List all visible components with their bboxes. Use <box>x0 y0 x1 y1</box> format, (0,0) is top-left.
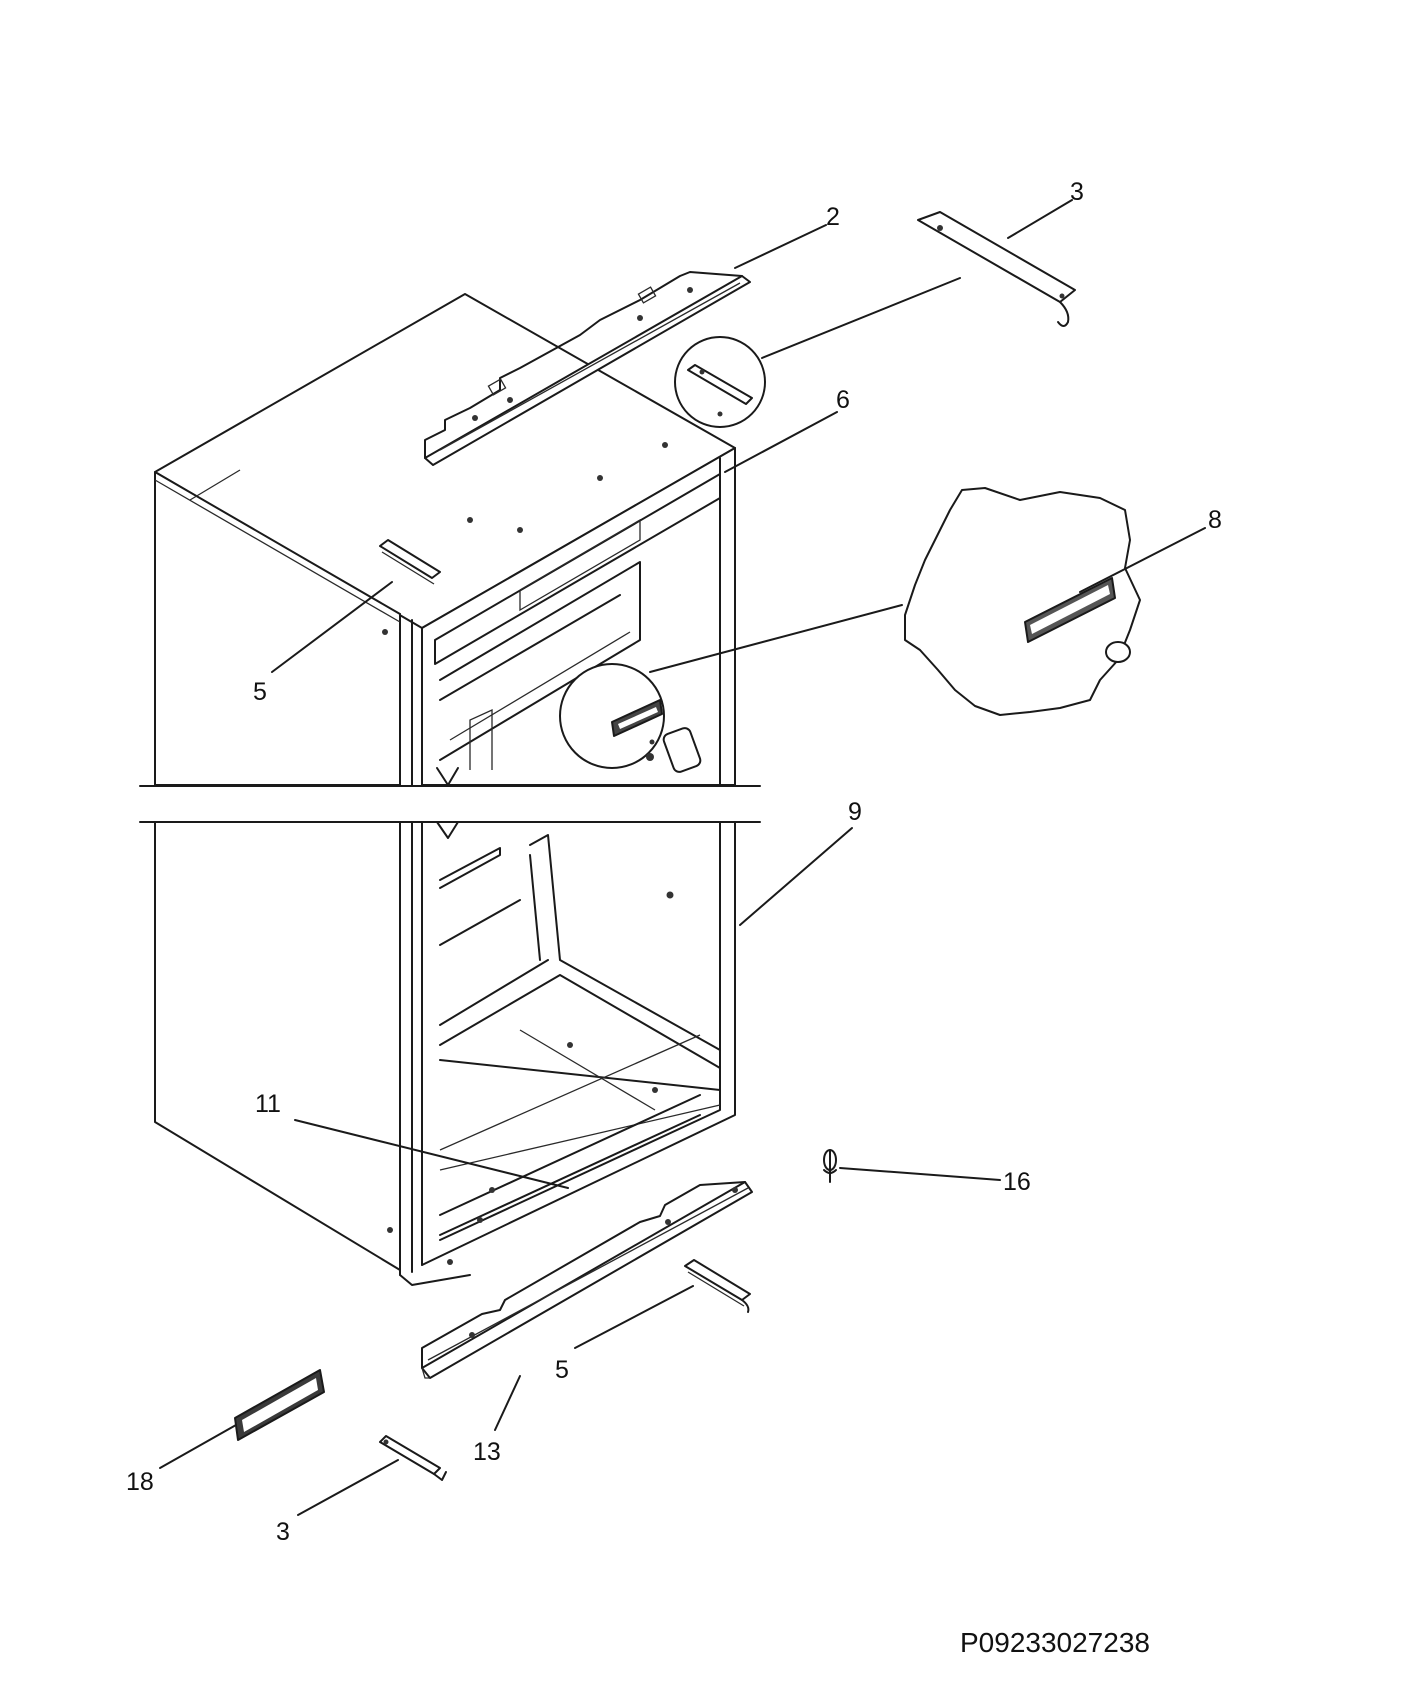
part-18-plate <box>234 1369 325 1441</box>
part-5-bracket-lower <box>684 1259 751 1313</box>
part-code: P09233027238 <box>960 1627 1150 1658</box>
part-13-bottom-rail <box>421 1181 753 1379</box>
callout-3-upper: 3 <box>1070 178 1084 206</box>
leader-lines <box>159 199 1206 1516</box>
callout-5-lower: 5 <box>555 1356 569 1384</box>
callout-11: 11 <box>255 1090 281 1118</box>
callout-8: 8 <box>1208 506 1222 534</box>
detail-circle-middle <box>559 663 665 769</box>
callout-5-upper: 5 <box>253 678 267 706</box>
callout-16: 16 <box>1003 1168 1031 1196</box>
part-16-clip <box>823 1149 837 1183</box>
part-2-top-rail <box>424 271 751 466</box>
cabinet-lower <box>154 821 736 1286</box>
callout-2: 2 <box>826 203 840 231</box>
callout-labels: 2 3 6 8 5 9 11 16 5 13 18 3 <box>126 178 1222 1546</box>
callout-13: 13 <box>473 1438 501 1466</box>
part-3-hinge-upper <box>917 211 1076 327</box>
callout-18: 18 <box>126 1468 154 1496</box>
section-break <box>139 785 761 823</box>
part-5-bracket-upper <box>379 539 441 585</box>
part-3-hinge-lower <box>379 1435 447 1481</box>
detail-torn-part-8 <box>904 487 1141 716</box>
detail-circle-top <box>674 336 766 428</box>
callout-3-lower: 3 <box>276 1518 290 1546</box>
callout-6: 6 <box>836 386 850 414</box>
callout-9: 9 <box>848 798 862 826</box>
